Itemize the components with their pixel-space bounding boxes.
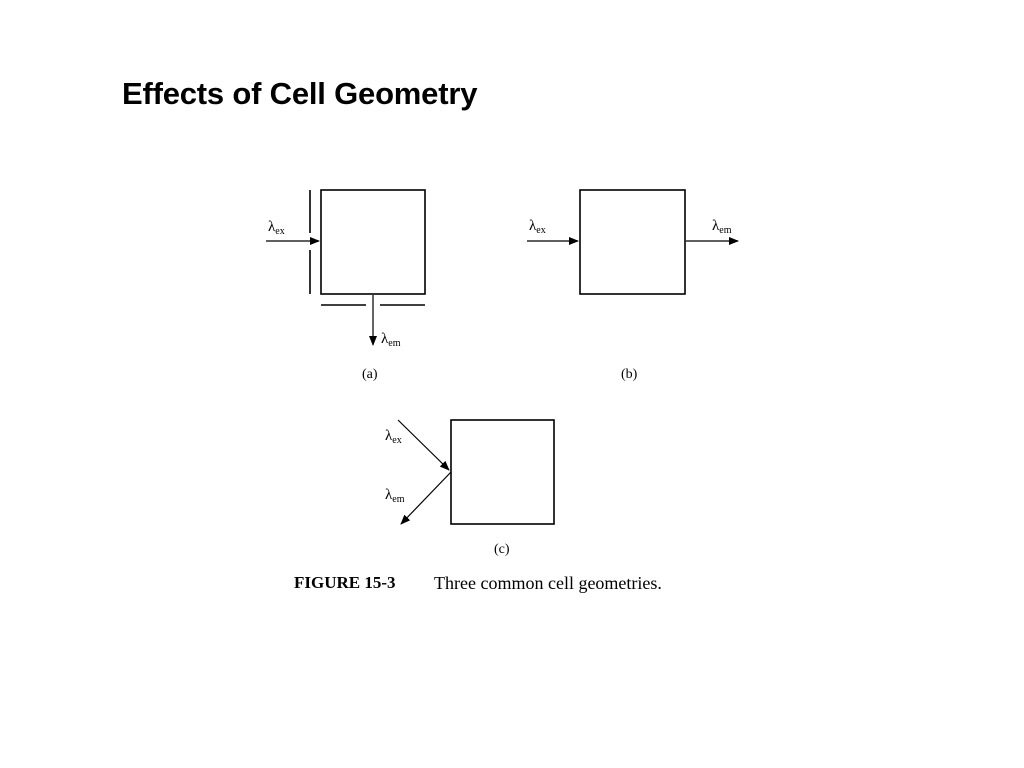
emission-arrow-c (400, 471, 452, 525)
excitation-label-b: λex (529, 218, 546, 236)
figure-caption: Three common cell geometries. (434, 573, 662, 593)
excitation-arrow-c (397, 419, 450, 471)
slide-title: Effects of Cell Geometry (122, 76, 478, 111)
emission-label-c: λem (385, 487, 405, 505)
figure-number: FIGURE 15-3 (294, 573, 396, 592)
excitation-label-c: λex (385, 428, 402, 446)
panel-b: λex λem (b) (527, 189, 739, 382)
cell-a (320, 189, 426, 295)
cell-b (579, 189, 686, 295)
panel-label-b: (b) (621, 367, 638, 382)
cell-c (450, 419, 555, 525)
excitation-label-a: λex (268, 219, 285, 237)
panel-label-c: (c) (494, 542, 510, 557)
emission-label-a: λem (381, 331, 401, 349)
panel-c: λex λem (c) (385, 419, 555, 557)
emission-label-b: λem (712, 218, 732, 236)
panel-label-a: (a) (362, 367, 378, 382)
panel-a: λex λem (a) (266, 189, 426, 382)
